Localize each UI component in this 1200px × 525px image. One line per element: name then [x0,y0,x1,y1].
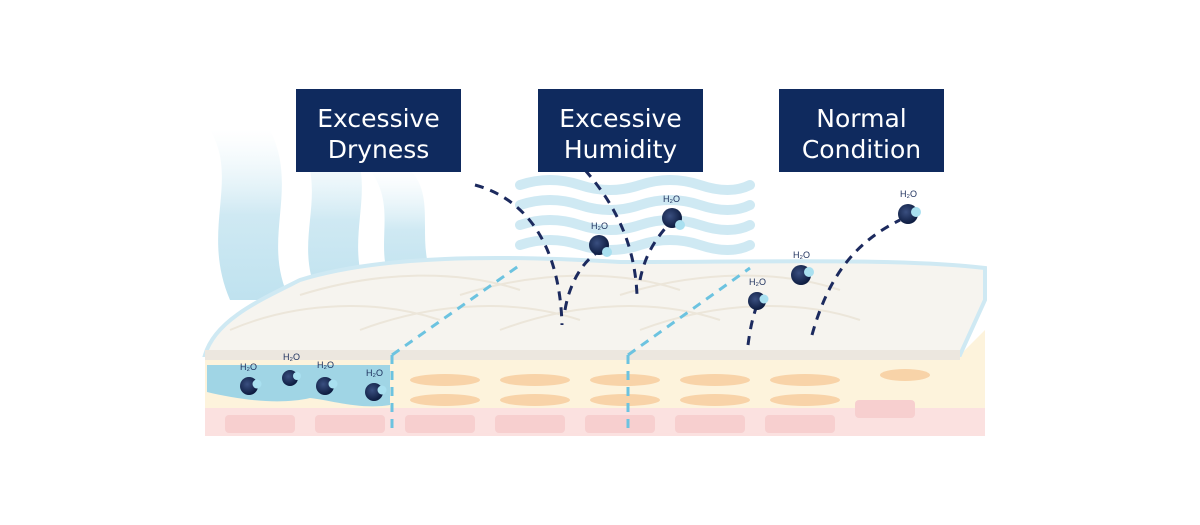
label-normal-condition: Normal Condition [779,89,944,172]
water-layer [207,365,390,407]
skin-cross-section [202,256,987,436]
water-molecules: H₂O H₂O H₂O H₂O H₂O H₂O H₂O H₂O H₂O [240,189,921,401]
svg-text:Excessive: Excessive [317,104,439,133]
svg-text:H₂O: H₂O [240,362,257,372]
label-excessive-humidity: Excessive Humidity [538,89,703,172]
h2o-molecule: H₂O [240,362,262,395]
svg-text:H₂O: H₂O [663,194,680,204]
svg-text:H₂O: H₂O [283,352,300,362]
svg-text:Normal: Normal [816,104,906,133]
h2o-molecule: H₂O [748,277,769,310]
svg-text:Humidity: Humidity [564,135,678,164]
h2o-molecule: H₂O [282,352,301,386]
svg-text:Condition: Condition [802,135,921,164]
svg-text:Excessive: Excessive [559,104,681,133]
moisture-paths [390,169,901,432]
svg-text:H₂O: H₂O [749,277,766,287]
svg-text:H₂O: H₂O [793,250,810,260]
svg-text:H₂O: H₂O [900,189,917,199]
h2o-molecule: H₂O [791,250,814,285]
h2o-molecule: H₂O [365,368,387,401]
h2o-molecule: H₂O [589,221,612,257]
vapor-wisps [210,130,755,300]
h2o-molecule: H₂O [316,360,338,395]
h2o-molecule: H₂O [898,189,921,224]
h2o-molecule: H₂O [662,194,685,230]
svg-text:H₂O: H₂O [366,368,383,378]
svg-text:H₂O: H₂O [317,360,334,370]
label-excessive-dryness: Excessive Dryness [296,89,461,172]
svg-text:Dryness: Dryness [328,135,430,164]
svg-text:H₂O: H₂O [591,221,608,231]
